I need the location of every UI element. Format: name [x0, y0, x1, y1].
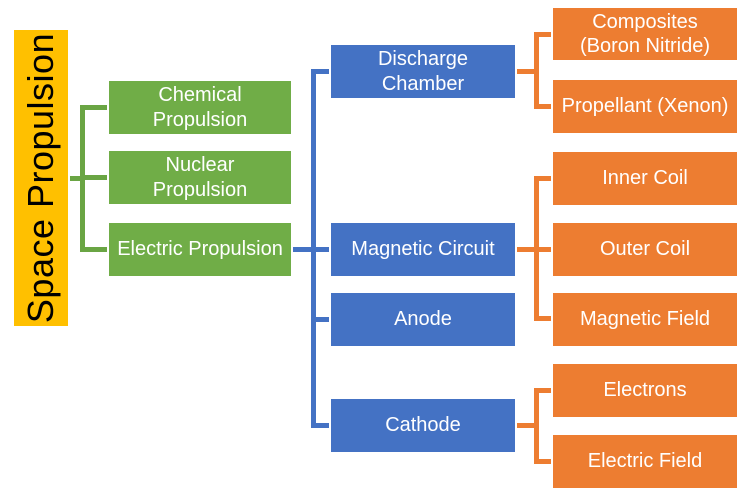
- node-label: Outer Coil: [599, 238, 691, 261]
- connector-branch-magnetic-field: [534, 316, 551, 321]
- connector-branch-propellant: [534, 104, 551, 109]
- connector-electric-stub: [293, 247, 316, 252]
- connector-discharge-stub: [517, 69, 539, 74]
- node-outer-coil: Outer Coil: [551, 221, 739, 278]
- node-label: Composites (Boron Nitride): [579, 10, 711, 57]
- connector-branch-outer-coil: [534, 247, 551, 252]
- connector-cathode-stub: [517, 423, 539, 428]
- node-label: Magnetic Circuit: [351, 238, 495, 261]
- connector-branch-chemical: [80, 105, 107, 110]
- connector-orange-trunk-1: [534, 32, 539, 109]
- connector-branch-cathode: [311, 423, 329, 428]
- node-composites: Composites (Boron Nitride): [551, 6, 739, 62]
- node-cathode: Cathode: [329, 397, 517, 454]
- node-electrons: Electrons: [551, 362, 739, 419]
- node-inner-coil: Inner Coil: [551, 150, 739, 207]
- connector-branch-nuclear: [80, 175, 107, 180]
- connector-branch-composites: [534, 32, 551, 37]
- node-magnetic-circuit: Magnetic Circuit: [329, 221, 517, 278]
- connector-branch-electric-field: [534, 459, 551, 464]
- connector-branch-inner-coil: [534, 176, 551, 181]
- node-label: Electrons: [603, 379, 687, 402]
- node-label: Nuclear Propulsion: [152, 154, 248, 201]
- node-label: Electric Propulsion: [117, 238, 283, 261]
- node-chemical-propulsion: Chemical Propulsion: [107, 79, 293, 136]
- node-label: Cathode: [385, 414, 461, 437]
- connector-branch-electric: [80, 247, 107, 252]
- node-label: Inner Coil: [602, 167, 688, 190]
- connector-branch-discharge: [311, 69, 329, 74]
- node-discharge-chamber: Discharge Chamber: [329, 43, 517, 100]
- connector-branch-anode: [311, 317, 329, 322]
- node-magnetic-field: Magnetic Field: [551, 291, 739, 348]
- node-nuclear-propulsion: Nuclear Propulsion: [107, 149, 293, 206]
- node-label: Discharge Chamber: [377, 48, 469, 95]
- connector-branch-electrons: [534, 388, 551, 393]
- node-space-propulsion: Space Propulsion: [12, 28, 70, 328]
- connector-orange-trunk-3: [534, 388, 539, 464]
- connector-branch-magnetic-circuit: [311, 247, 329, 252]
- node-label: Anode: [394, 308, 452, 331]
- node-label: Space Propulsion: [20, 32, 62, 324]
- node-label: Electric Field: [587, 450, 703, 473]
- connector-root-stub: [70, 176, 85, 181]
- connector-magnetic-circuit-stub: [517, 247, 539, 252]
- node-electric-propulsion: Electric Propulsion: [107, 221, 293, 278]
- node-electric-field: Electric Field: [551, 433, 739, 490]
- node-label: Magnetic Field: [579, 308, 711, 331]
- node-label: Chemical Propulsion: [152, 84, 248, 131]
- node-propellant: Propellant (Xenon): [551, 78, 739, 135]
- node-anode: Anode: [329, 291, 517, 348]
- node-label: Propellant (Xenon): [561, 95, 729, 118]
